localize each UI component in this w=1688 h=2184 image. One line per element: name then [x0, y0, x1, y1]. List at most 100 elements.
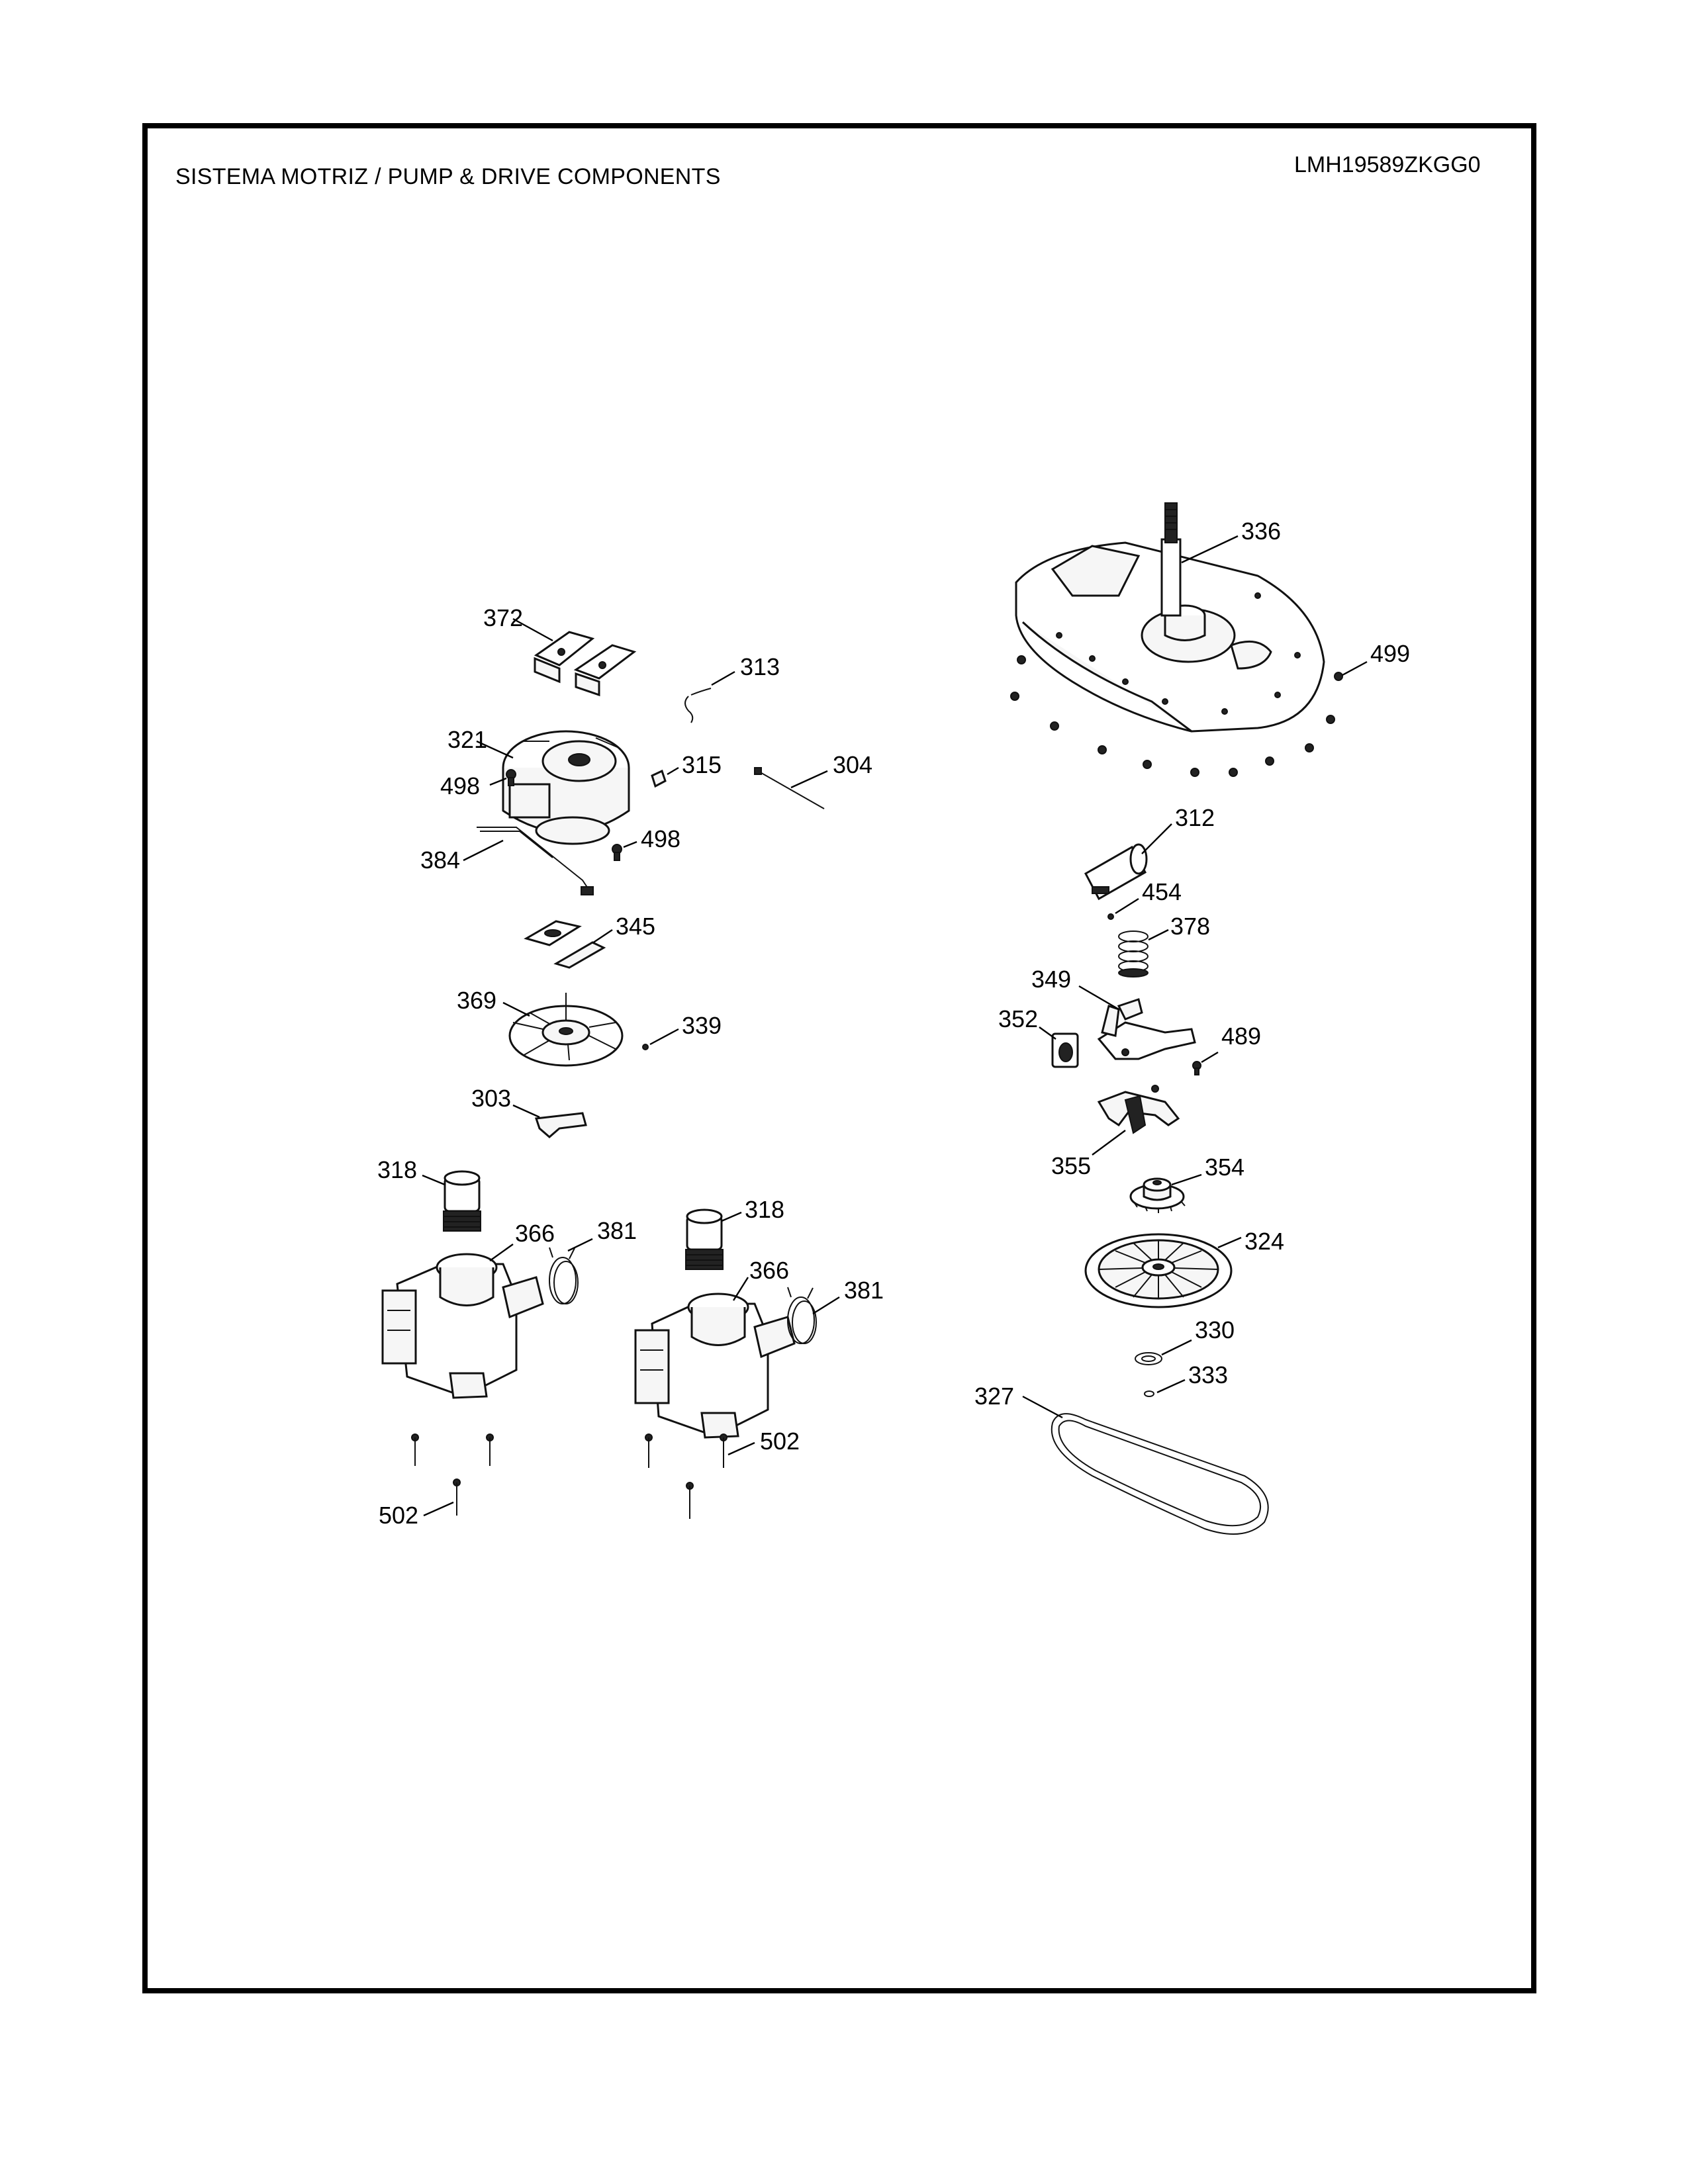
leader-324 [1217, 1236, 1242, 1249]
part-354-drive-gear [1129, 1177, 1186, 1213]
part-330-washer [1135, 1352, 1162, 1365]
leader-381b [812, 1296, 840, 1315]
callout-498a[interactable]: 498 [440, 772, 480, 799]
leader-303 [512, 1104, 540, 1118]
part-303-bracket [534, 1112, 587, 1138]
part-333-ring [1144, 1390, 1154, 1397]
leader-502b [727, 1441, 755, 1456]
model-number: LMH19589ZKGG0 [1294, 152, 1481, 177]
leader-349 [1078, 985, 1119, 1011]
leader-333 [1156, 1379, 1186, 1394]
part-498-screw-a [506, 769, 516, 786]
part-318-filter-a [443, 1170, 481, 1232]
leader-345 [592, 929, 613, 944]
part-352-solenoid [1051, 1032, 1079, 1068]
callout-327[interactable]: 327 [974, 1383, 1014, 1410]
drawing-frame [142, 123, 1536, 1993]
callout-378[interactable]: 378 [1170, 913, 1210, 940]
callout-354[interactable]: 354 [1205, 1154, 1244, 1181]
callout-303[interactable]: 303 [471, 1085, 511, 1112]
callout-318b[interactable]: 318 [745, 1196, 784, 1223]
callout-355[interactable]: 355 [1051, 1152, 1091, 1179]
callout-336[interactable]: 336 [1241, 518, 1281, 545]
leader-330 [1161, 1339, 1192, 1356]
leader-339 [649, 1028, 679, 1046]
leader-312 [1141, 823, 1172, 854]
callout-345[interactable]: 345 [616, 913, 655, 940]
part-339-pin [642, 1044, 649, 1050]
leader-381a [567, 1238, 593, 1252]
callout-502a[interactable]: 502 [379, 1502, 418, 1529]
leader-313 [711, 670, 735, 686]
callout-381b[interactable]: 381 [844, 1277, 884, 1304]
callout-318a[interactable]: 318 [377, 1156, 417, 1183]
callout-304[interactable]: 304 [833, 751, 872, 778]
part-345-pad [524, 920, 606, 969]
callout-333[interactable]: 333 [1188, 1361, 1228, 1388]
callout-502b[interactable]: 502 [760, 1428, 800, 1455]
part-369-fan [508, 993, 624, 1067]
leader-369 [502, 1001, 530, 1017]
leader-315 [667, 766, 679, 776]
callout-372[interactable]: 372 [483, 604, 523, 631]
page-title: SISTEMA MOTRIZ / PUMP & DRIVE COMPONENTS [175, 164, 721, 189]
leader-304 [790, 770, 828, 789]
callout-381a[interactable]: 381 [597, 1217, 637, 1244]
callout-498b[interactable]: 498 [641, 825, 680, 852]
part-355-shift-fork [1097, 1091, 1180, 1134]
callout-339[interactable]: 339 [682, 1012, 722, 1039]
callout-352[interactable]: 352 [998, 1005, 1038, 1032]
part-366-pump-a [381, 1253, 544, 1399]
callout-330[interactable]: 330 [1195, 1316, 1235, 1343]
callout-384[interactable]: 384 [420, 846, 460, 874]
part-349-actuator [1097, 998, 1196, 1060]
leader-384 [463, 839, 504, 862]
leader-498a [489, 777, 507, 786]
leader-502a [423, 1501, 454, 1517]
callout-349[interactable]: 349 [1031, 966, 1071, 993]
part-312-capacitor [1084, 843, 1148, 901]
part-366-pump-b [634, 1293, 796, 1439]
part-372-motor-cover [534, 631, 637, 697]
leader-321 [476, 740, 514, 759]
part-315-clip [651, 769, 667, 788]
leader-354 [1171, 1173, 1202, 1186]
callout-369[interactable]: 369 [457, 987, 496, 1014]
leader-355 [1092, 1130, 1126, 1156]
callout-489[interactable]: 489 [1221, 1023, 1261, 1050]
part-384-harness [477, 827, 594, 895]
part-454-pin [1107, 913, 1114, 920]
callout-366a[interactable]: 366 [515, 1220, 555, 1247]
leader-378 [1148, 929, 1169, 941]
callout-324[interactable]: 324 [1244, 1228, 1284, 1255]
part-304-wire-tie [754, 767, 825, 809]
callout-315[interactable]: 315 [682, 751, 722, 778]
callout-499[interactable]: 499 [1370, 640, 1410, 667]
part-321-motor [502, 730, 630, 845]
callout-313[interactable]: 313 [740, 653, 780, 680]
part-489-screw [1151, 1061, 1201, 1093]
callout-312[interactable]: 312 [1175, 804, 1215, 831]
part-378-spring [1118, 931, 1149, 978]
callout-366b[interactable]: 366 [749, 1257, 789, 1284]
part-381-clamp-b [787, 1287, 817, 1344]
part-502-screws-middle [645, 1433, 727, 1519]
part-502-screws-left [411, 1433, 494, 1516]
callout-321[interactable]: 321 [447, 726, 487, 753]
part-313-clip [684, 688, 712, 723]
leader-318b [721, 1211, 742, 1222]
part-327-belt [1051, 1413, 1269, 1535]
leader-454 [1115, 897, 1139, 915]
leader-372 [512, 617, 553, 642]
part-324-pulley [1084, 1233, 1233, 1308]
part-498-screw-b [612, 844, 622, 861]
part-381-clamp-a [549, 1247, 579, 1304]
callout-454[interactable]: 454 [1142, 878, 1182, 905]
leader-366b [732, 1277, 749, 1301]
leader-327 [1022, 1395, 1063, 1419]
part-318-filter-b [685, 1208, 724, 1270]
leader-489 [1201, 1051, 1219, 1064]
leader-366a [489, 1244, 514, 1261]
leader-498b [623, 841, 637, 848]
